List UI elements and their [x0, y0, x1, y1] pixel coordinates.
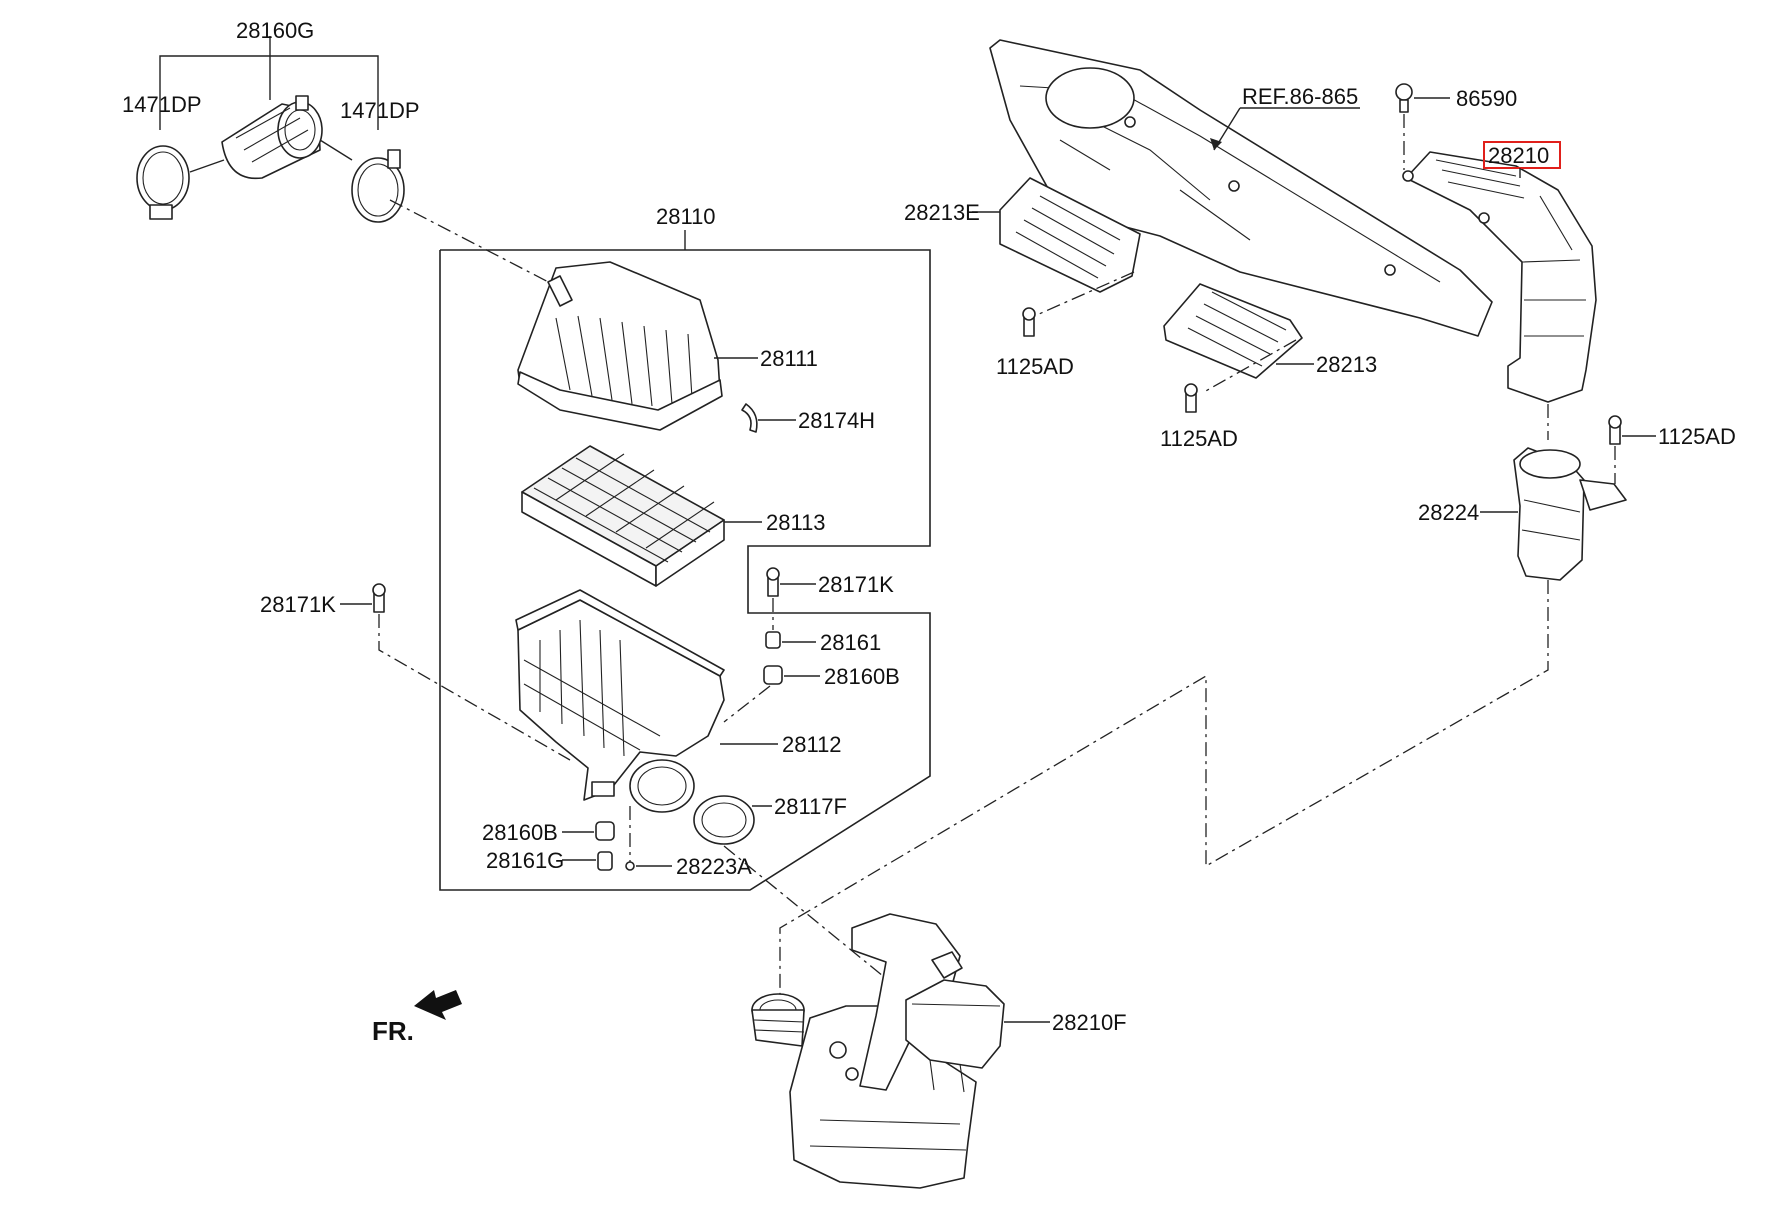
bolt-a-part: 1125AD	[996, 307, 1074, 379]
body-part: 28112	[515, 589, 842, 813]
label-28224: 28224	[1418, 500, 1479, 525]
label-28223A: 28223A	[676, 854, 752, 879]
label-28213E: 28213E	[904, 200, 980, 225]
label-ref: REF.86-865	[1242, 84, 1358, 109]
label-28111: 28111	[760, 346, 818, 371]
label-fr: FR.	[372, 1016, 414, 1046]
label-28161: 28161	[820, 630, 881, 655]
label-1125AD-b: 1125AD	[1160, 426, 1238, 451]
filter-part: 28113	[521, 445, 826, 587]
label-28117F: 28117F	[774, 794, 847, 819]
resonator-left-part: 28213E	[904, 177, 1141, 319]
label-28213: 28213	[1316, 352, 1377, 377]
resonator-assy-part: 28210F	[751, 913, 1127, 1189]
label-28171K-left: 28171K	[260, 592, 336, 617]
seal-part: 28117F	[693, 794, 847, 845]
bolt-left-part: 28171K	[260, 583, 571, 761]
hose-part	[189, 95, 353, 180]
label-1471DP-left: 1471DP	[122, 92, 202, 117]
clamp-right-part	[351, 149, 405, 223]
label-1125AD-a: 1125AD	[996, 354, 1074, 379]
ref-panel-part: REF.86-865	[989, 39, 1493, 337]
bolt-b-part: 1125AD	[1160, 383, 1238, 451]
air-cleaner-frame: 28110	[439, 204, 931, 891]
front-indicator: FR.	[372, 990, 462, 1046]
resonator-right-part: 28213	[1163, 283, 1377, 393]
label-28174H: 28174H	[798, 408, 875, 433]
label-28160G: 28160G	[236, 18, 314, 43]
right-hardware: 28171K 28161 28160B	[723, 567, 900, 723]
bolt-c-part: 1125AD	[1608, 415, 1736, 484]
label-1471DP-right: 1471DP	[340, 98, 420, 123]
label-28171K-right: 28171K	[818, 572, 894, 597]
label-28210: 28210	[1488, 143, 1549, 168]
clamp-left-part	[136, 145, 190, 220]
bottom-hardware: 28160B 28161G 28223A	[482, 806, 752, 879]
label-28160B-right: 28160B	[824, 664, 900, 689]
label-86590: 86590	[1456, 86, 1517, 111]
label-28112: 28112	[782, 732, 842, 757]
duct-lower-part: 28224	[1418, 447, 1627, 581]
label-28161G: 28161G	[486, 848, 564, 873]
intake-duct-part: 28210	[1402, 141, 1597, 403]
label-28110: 28110	[656, 204, 716, 229]
label-1125AD-c: 1125AD	[1658, 424, 1736, 449]
cover-part: 28111	[517, 261, 818, 431]
label-28210F: 28210F	[1052, 1010, 1127, 1035]
label-28113: 28113	[766, 510, 826, 535]
highlight-box-28210	[1483, 141, 1561, 169]
label-28160B-bottom: 28160B	[482, 820, 558, 845]
screw-part: 86590	[1395, 83, 1517, 170]
clip-part: 28174H	[741, 403, 875, 433]
front-arrow-icon	[414, 990, 462, 1020]
hose-group: 28160G 1471DP 1471DP	[122, 18, 420, 223]
